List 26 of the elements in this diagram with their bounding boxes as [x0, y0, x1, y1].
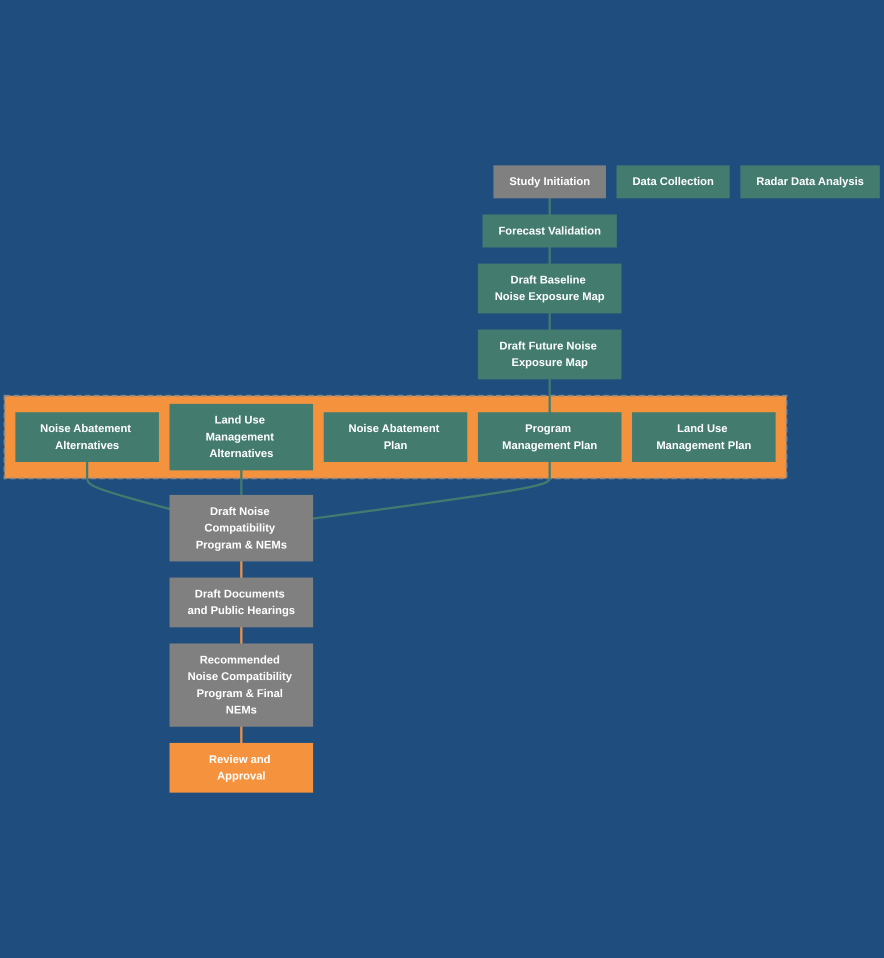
node-box: Draft Noise Compatibility Program & NEMs [170, 494, 314, 562]
connector [240, 726, 242, 744]
connector [240, 627, 242, 644]
node-box: Program Management Plan [478, 412, 622, 462]
connector [86, 462, 170, 510]
connector [240, 470, 242, 496]
node-box: Draft Baseline Noise Exposure Map [478, 264, 622, 314]
node-box: Land Use Management Plan [632, 412, 776, 462]
connector [548, 247, 551, 264]
node-box: Recommended Noise Compatibility Program & Final NEMs [170, 644, 314, 727]
node-box: Data Collection [616, 165, 730, 198]
connector [548, 379, 551, 413]
node-box: Forecast Validation [482, 214, 617, 248]
connector [312, 462, 551, 520]
node-box: Study Initiation [493, 165, 606, 198]
cluster [4, 394, 788, 480]
node-box: Draft Documents and Public Hearings [170, 578, 314, 628]
node-box: Radar Data Analysis [740, 165, 880, 198]
connector [548, 198, 551, 215]
node-box: Noise Abatement Alternatives [15, 412, 159, 462]
node-box: Land Use Management Alternatives [170, 404, 314, 470]
connector [548, 313, 551, 330]
connector [240, 561, 242, 578]
node-box: Draft Future Noise Exposure Map [478, 330, 622, 380]
node-box: Noise Abatement Plan [324, 412, 468, 462]
node-box: Review and Approval [170, 742, 314, 793]
